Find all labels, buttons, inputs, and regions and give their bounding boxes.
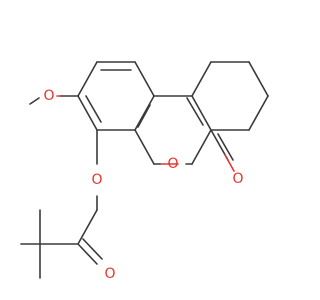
bond: [134, 95, 155, 131]
double-bond-inner: [186, 97, 204, 126]
bond: [217, 133, 234, 161]
benzene-ring: [77, 61, 155, 131]
cyclohexene-ring: [186, 61, 269, 131]
bond: [191, 129, 212, 165]
bond: [191, 95, 212, 131]
methoxy-oxygen-label: O: [43, 88, 54, 104]
ring-oxygen-label: O: [167, 156, 178, 172]
bond: [248, 95, 269, 131]
bond: [77, 61, 98, 97]
bond: [77, 209, 98, 245]
molecule-structure: O O O O O: [20, 61, 269, 282]
side-chain: [20, 129, 103, 279]
carbonyl-oxygen-label: O: [232, 171, 243, 187]
bond: [134, 61, 155, 97]
bond: [134, 129, 155, 165]
double-bond-inner: [137, 104, 151, 128]
bond: [77, 95, 98, 131]
lactone-ring: [134, 95, 212, 165]
bond: [29, 97, 40, 105]
bond: [82, 238, 103, 260]
bond: [191, 61, 212, 97]
carbonyl: [210, 129, 235, 172]
bond: [224, 154, 235, 172]
methoxy-group: [29, 95, 79, 105]
bond: [77, 243, 98, 265]
double-bond-inner: [85, 95, 102, 123]
bond: [248, 61, 269, 97]
ketone-oxygen-label: O: [104, 266, 115, 282]
ether-oxygen-label: O: [91, 172, 102, 188]
